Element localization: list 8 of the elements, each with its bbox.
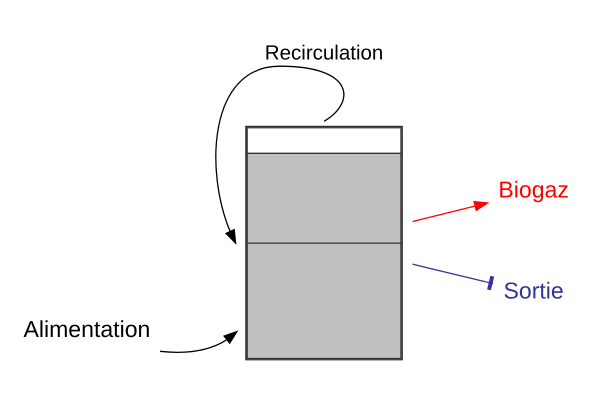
- arrow: [215, 65, 344, 244]
- arrow: [412, 200, 490, 222]
- connector: [412, 263, 494, 290]
- node-text: Alimentation: [23, 316, 150, 342]
- arrow: [160, 330, 238, 352]
- node-text: Biogaz: [498, 176, 569, 202]
- edge-label: Recirculation: [264, 41, 384, 64]
- node-text: Sortie: [504, 277, 564, 304]
